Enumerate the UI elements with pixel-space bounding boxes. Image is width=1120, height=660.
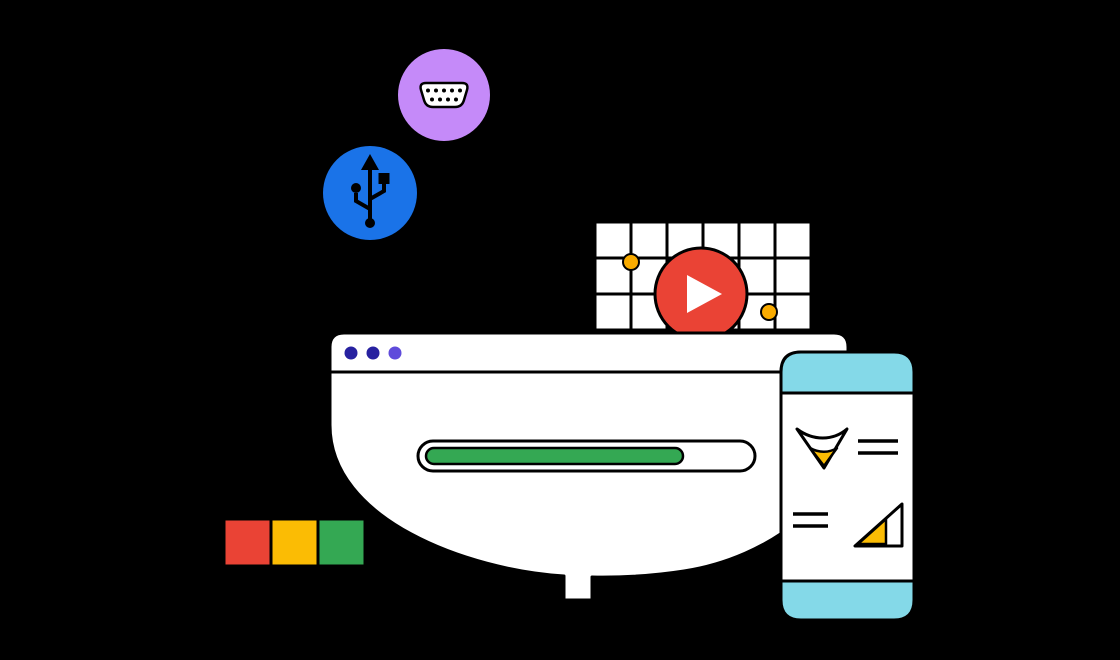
usb-badge (323, 146, 417, 240)
grid-node-dot (760, 303, 778, 321)
phone-bottom-band (779, 579, 916, 622)
progress-fill (424, 446, 685, 466)
signal-strength-icon (853, 502, 904, 548)
swatch-yellow (269, 517, 320, 568)
phone-top-band (779, 350, 916, 395)
swatch-green (316, 517, 367, 568)
phone (779, 350, 916, 622)
media-grid-group (593, 220, 813, 342)
grid-node-dot (622, 253, 640, 271)
serial-port-badge (398, 49, 490, 141)
titlebar-dot (388, 346, 402, 360)
titlebar-dot (366, 346, 380, 360)
color-swatches (222, 517, 367, 568)
serial-port-icon (419, 81, 469, 109)
browser-window (328, 331, 850, 602)
wifi-label-lines (858, 439, 898, 455)
signal-label-lines (793, 512, 828, 528)
serial-port-pins (426, 88, 462, 102)
play-icon (687, 275, 722, 313)
usb-icon (351, 154, 390, 228)
titlebar-dot (344, 346, 358, 360)
swatch-red (222, 517, 273, 568)
wifi-icon (795, 427, 849, 470)
